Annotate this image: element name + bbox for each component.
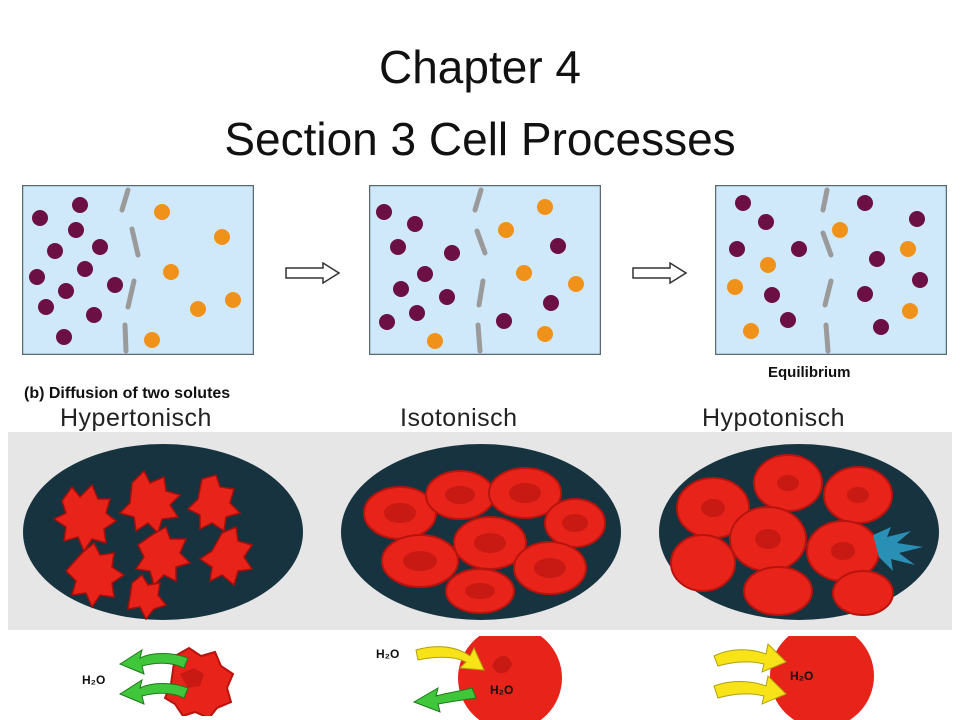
equilibrium-label: Equilibrium	[768, 364, 851, 381]
hypotonic-water-diagram: H₂O	[713, 636, 874, 720]
hypotonic-cells-image	[659, 444, 939, 620]
hypertonic-cells-image	[23, 444, 303, 621]
chapter-title: Chapter 4	[378, 41, 581, 93]
diffusion-panel-initial	[22, 185, 254, 355]
label-isotonic: Isotonisch	[400, 404, 518, 432]
hypertonic-water-diagram: H₂O	[82, 646, 235, 716]
water-label: H₂O	[490, 683, 513, 697]
right-arrow-icon	[632, 262, 688, 284]
isotonic-cells-image	[341, 444, 621, 620]
water-label: H₂O	[82, 673, 105, 687]
diffusion-panel-middle	[369, 185, 601, 355]
water-label: H₂O	[376, 647, 399, 661]
right-arrow-icon	[285, 262, 341, 284]
label-hypotonic: Hypotonisch	[702, 404, 846, 432]
water-label: H₂O	[790, 669, 813, 683]
isotonic-water-diagram: H₂O H₂O	[376, 636, 562, 720]
section-title: Section 3 Cell Processes	[224, 113, 736, 165]
diffusion-caption: (b) Diffusion of two solutes	[24, 385, 231, 402]
label-hypertonic: Hypertonisch	[60, 404, 212, 432]
diffusion-panel-equilibrium	[715, 185, 947, 355]
